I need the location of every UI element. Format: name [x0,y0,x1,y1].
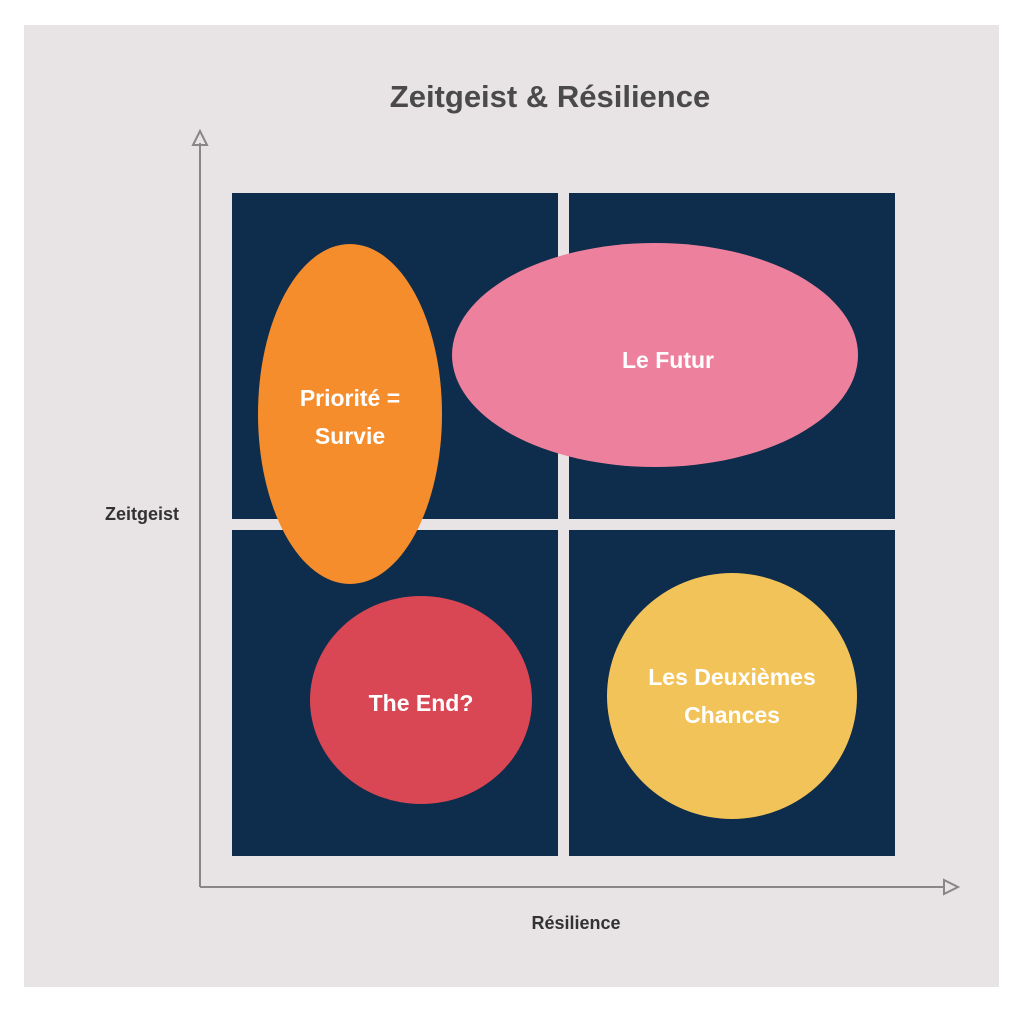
x-axis-label: Résilience [531,913,620,933]
quadrant-diagram: Zeitgeist & Résilience Zeitgeist Résilie… [24,25,999,987]
bubble-label-line: Les Deuxièmes [648,664,815,690]
bubble-label-line: Priorité = [300,385,400,411]
bubble-le-futur: Le Futur [452,243,858,467]
y-axis-label: Zeitgeist [105,504,179,524]
bubble-shape [452,243,858,467]
bubble-shape [310,596,532,804]
bubble-shape [607,573,857,819]
bubble-label-line: Survie [315,423,385,449]
diagram-title: Zeitgeist & Résilience [390,79,710,114]
bubble-the-end: The End? [310,596,532,804]
bubble-label-line: The End? [369,690,474,716]
bubble-deuxiemes-chances: Les Deuxièmes Chances [607,573,857,819]
x-axis-arrow-icon [943,878,961,896]
diagram-canvas: Zeitgeist & Résilience Zeitgeist Résilie… [24,25,999,987]
bubble-shape [258,244,442,584]
bubble-priorite-survie: Priorité = Survie [258,244,442,584]
bubble-label-line: Le Futur [622,347,714,373]
y-axis-arrow-icon [191,128,209,146]
bubble-label-line: Chances [684,702,780,728]
